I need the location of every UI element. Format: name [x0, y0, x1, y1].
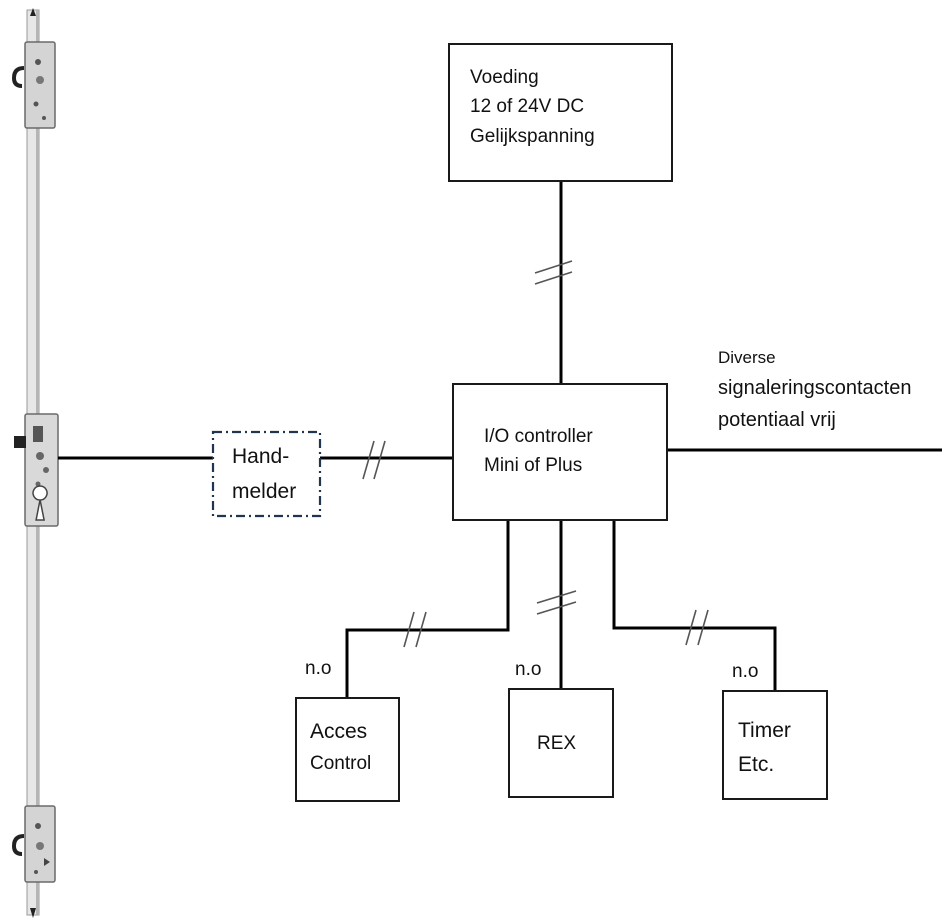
controller-label-1: I/O controller — [484, 426, 593, 447]
line-controller-to-timer — [612, 521, 777, 690]
no-label-acces: n.o — [305, 658, 332, 679]
timer-label-1: Timer — [738, 719, 791, 742]
double-slash-marker-top — [534, 260, 573, 285]
voeding-box — [448, 43, 673, 182]
double-slash-marker-timer — [685, 609, 709, 646]
diverse-label-1: Diverse — [718, 348, 776, 367]
cable-markers — [362, 260, 709, 648]
rex-box — [508, 688, 614, 798]
top-lock-case — [24, 41, 56, 129]
multipoint-lock-icon — [11, 8, 59, 918]
handmelder-label-1: Hand- — [232, 445, 290, 468]
bottom-lock-hook — [11, 834, 25, 856]
voeding-label-1: Voeding — [470, 67, 539, 88]
acces-label-2: Control — [310, 753, 372, 774]
lock-bar-bottom-tip — [30, 908, 36, 918]
no-label-timer: n.o — [732, 661, 759, 682]
cylinder-keyhole — [32, 485, 48, 521]
diverse-label-3: potentiaal vrij — [718, 409, 836, 431]
controller-box — [452, 383, 668, 521]
voeding-label-3: Gelijkspanning — [470, 126, 595, 147]
handmelder-label-2: melder — [232, 480, 297, 503]
controller-label-2: Mini of Plus — [484, 455, 583, 476]
line-controller-to-acces — [345, 521, 510, 697]
diverse-label-2: signaleringscontacten — [718, 377, 912, 399]
timer-label-2: Etc. — [738, 753, 775, 776]
no-label-rex: n.o — [515, 659, 542, 680]
main-lock-latch — [14, 436, 26, 448]
connections — [58, 182, 942, 697]
voeding-label-2: 12 of 24V DC — [470, 96, 585, 117]
double-slash-marker-acces — [403, 611, 427, 648]
acces-label-1: Acces — [310, 720, 368, 743]
double-slash-marker-left — [362, 440, 386, 480]
rex-label: REX — [537, 733, 577, 754]
acces-control-box — [295, 697, 400, 802]
handmelder-border — [211, 430, 322, 518]
double-slash-marker-rex — [536, 590, 577, 615]
top-lock-hook — [11, 66, 25, 88]
timer-box — [722, 690, 828, 800]
lock-bar-top-tip — [30, 8, 36, 16]
